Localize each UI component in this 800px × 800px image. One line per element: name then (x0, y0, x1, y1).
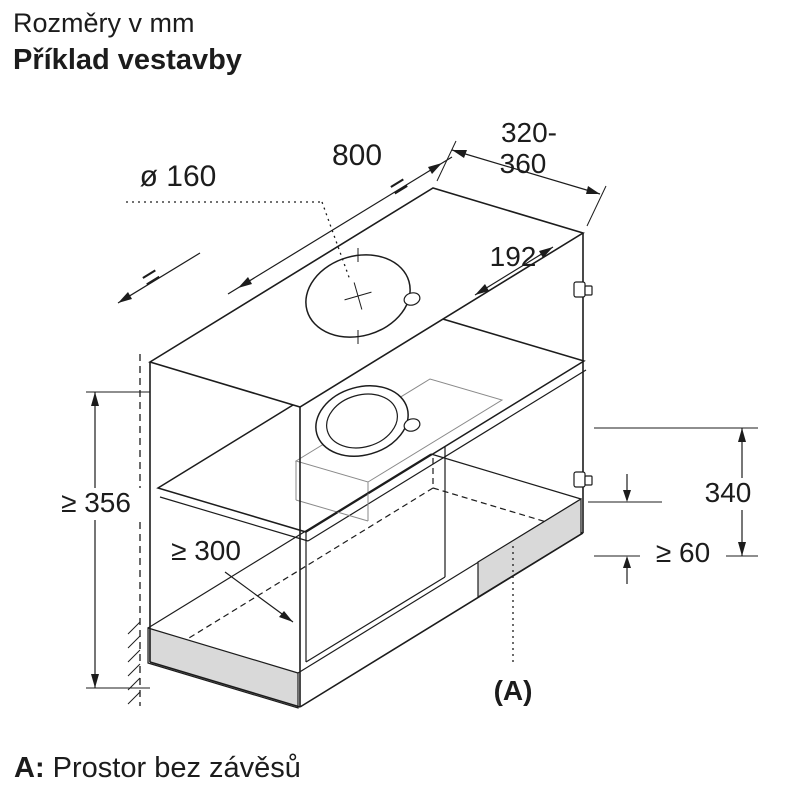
visor-left-face (147, 627, 299, 709)
niche-height-dimension (86, 391, 150, 689)
equal-mark-right: = (383, 168, 415, 205)
page-subtitle: Příklad vestavby (13, 44, 242, 76)
clearance-arrow (224, 571, 294, 623)
dimension-label-cabinet-width: 800 (332, 139, 382, 172)
page-title: Rozměry v mm (13, 8, 195, 38)
legend-key: A: (14, 752, 45, 784)
hinge-icon-bottom (573, 471, 593, 488)
hole-diameter-leader (126, 201, 351, 281)
visor-height-dimension (588, 474, 662, 584)
dimension-label-hood-height: 340 (705, 477, 752, 508)
dimension-label-hole-offset: 192 (490, 241, 537, 272)
dimension-label-hole-diameter: ø 160 (140, 160, 217, 193)
legend-text: Prostor bez závěsů (52, 752, 301, 784)
legend: A: Prostor bez závěsů (14, 752, 301, 785)
width-dimension (117, 140, 457, 304)
dimension-label-visor-height: ≥ 60 (656, 537, 710, 568)
area-marker-label: (A) (494, 675, 533, 706)
hood-body (305, 447, 446, 663)
exhaust-collar (315, 385, 421, 457)
dimension-label-depth-line2: 360 (500, 148, 547, 179)
exhaust-hole (305, 248, 421, 344)
wall-line (127, 354, 141, 706)
dimension-lines (86, 140, 758, 689)
hinge-icon-top (573, 281, 593, 298)
dimension-label-clearance: ≥ 300 (171, 535, 241, 566)
visor-front-face (477, 497, 582, 599)
label-backplates (44, 478, 760, 570)
depth-dimension (451, 149, 607, 227)
equal-mark-left: = (135, 259, 167, 296)
dimension-label-niche-height: ≥ 356 (61, 487, 131, 518)
hinge-icons (573, 281, 593, 488)
dimension-label-depth-line1: 320- (501, 117, 557, 148)
hole-offset-dimension (474, 246, 554, 296)
